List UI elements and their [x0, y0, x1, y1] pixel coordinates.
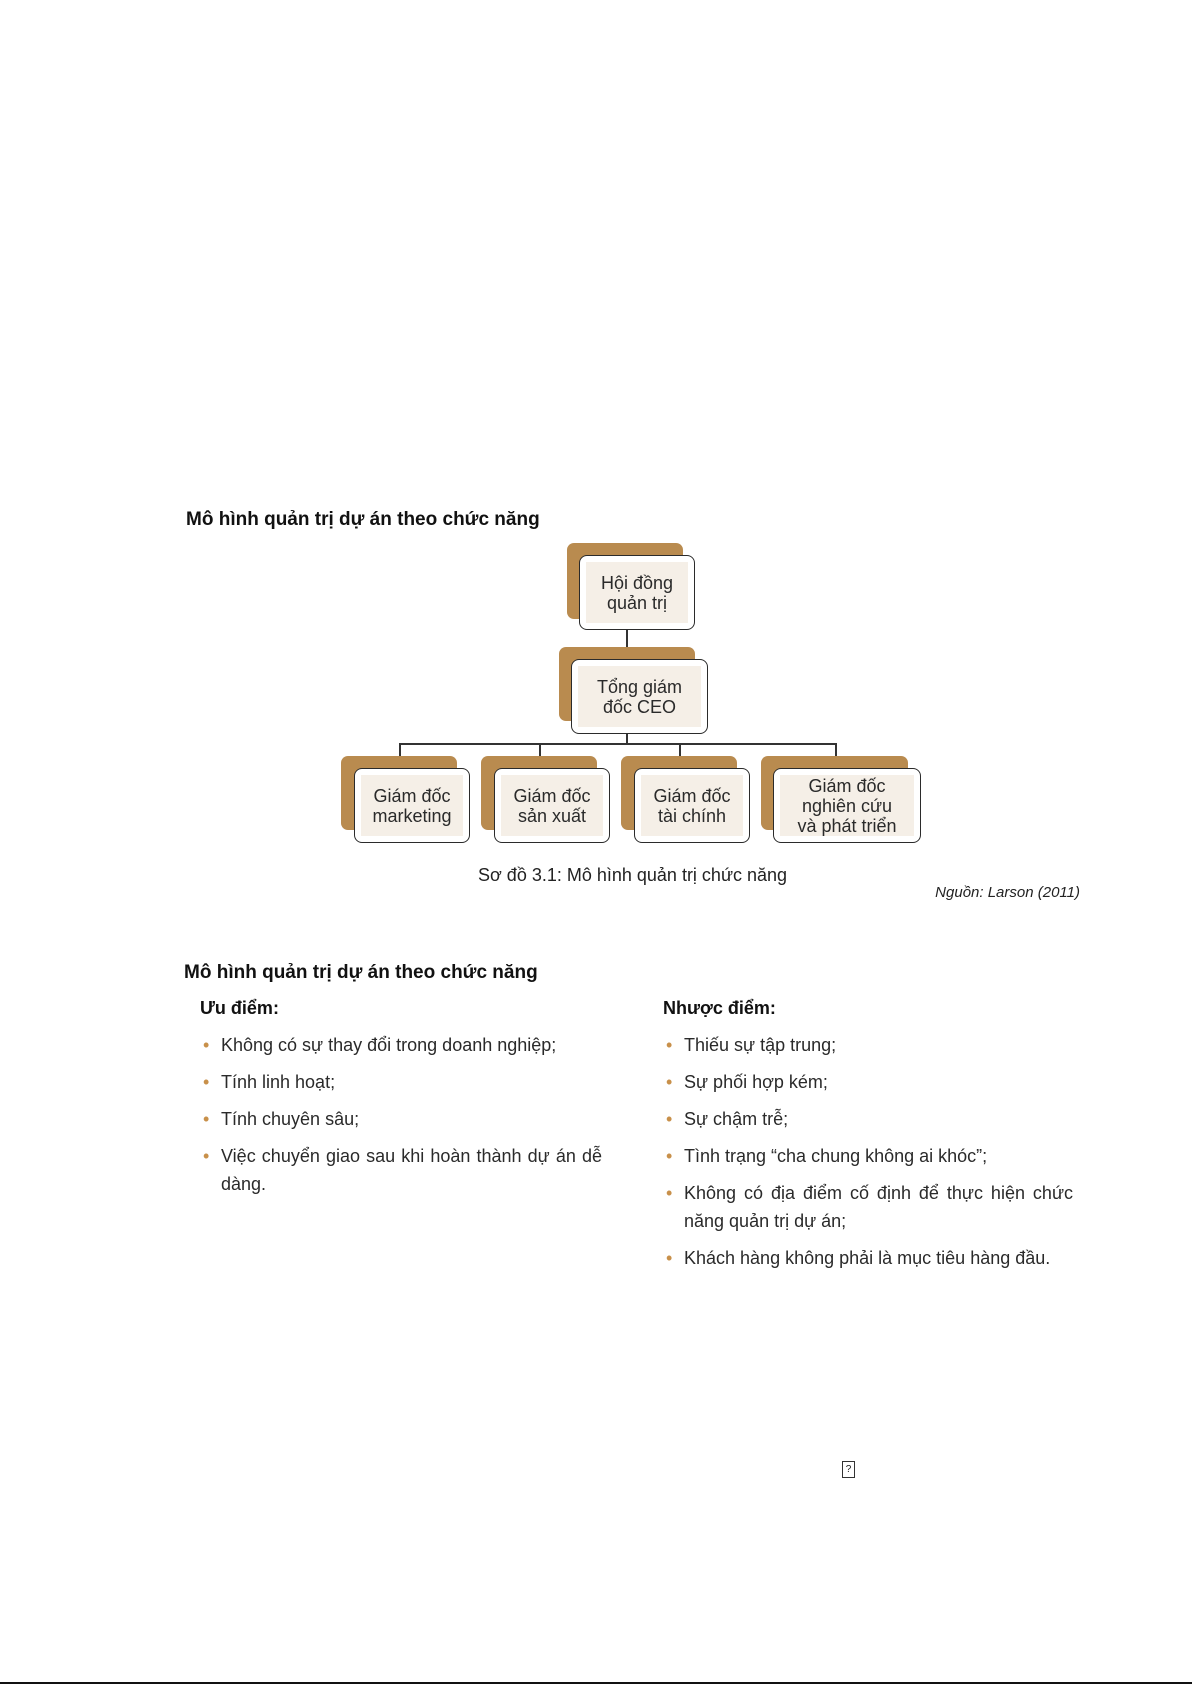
bullet-icon: • [666, 1146, 673, 1166]
connector-board-ceo [626, 628, 628, 648]
disadvantages-list: •Thiếu sự tập trung; •Sự phối hợp kém; •… [663, 1031, 1073, 1272]
list-item: •Thiếu sự tập trung; [663, 1031, 1073, 1059]
connector-ceo-bus [626, 732, 628, 744]
bullet-icon: • [666, 1248, 673, 1268]
list-item: •Tính chuyên sâu; [200, 1105, 602, 1133]
bullet-icon: • [666, 1183, 673, 1203]
connector-horizontal-bus [399, 743, 836, 745]
diagram-caption: Sơ đồ 3.1: Mô hình quản trị chức năng [478, 865, 788, 885]
bullet-icon: • [666, 1109, 673, 1129]
bullet-icon: • [666, 1072, 673, 1092]
connector-director-3 [679, 743, 681, 767]
section-heading-2: Mô hình quản trị dự án theo chức năng [184, 962, 538, 983]
bullet-icon: • [203, 1146, 210, 1166]
org-node-director-finance-label: Giám đốc tài chính [641, 775, 743, 836]
connector-director-4 [835, 743, 837, 767]
bullet-icon: • [203, 1072, 210, 1092]
section-heading-1: Mô hình quản trị dự án theo chức năng [186, 509, 540, 530]
missing-glyph-icon: ? [842, 1461, 855, 1478]
org-node-board-label: Hội đồng quản trị [586, 562, 688, 623]
list-item: •Sự phối hợp kém; [663, 1068, 1073, 1096]
list-item: •Không có địa điểm cố định để thực hiện … [663, 1179, 1073, 1235]
bullet-icon: • [203, 1035, 210, 1055]
disadvantages-column: Nhược điểm: •Thiếu sự tập trung; •Sự phố… [663, 998, 1073, 1281]
list-item: •Không có sự thay đổi trong doanh nghiệp… [200, 1031, 602, 1059]
list-item: •Tính linh hoạt; [200, 1068, 602, 1096]
diagram-source: Nguồn: Larson (2011) [935, 884, 1080, 901]
org-node-director-rnd-label: Giám đốc nghiên cứu và phát triển [780, 775, 914, 836]
bullet-icon: • [203, 1109, 210, 1129]
list-item: •Khách hàng không phải là mục tiêu hàng … [663, 1244, 1073, 1272]
org-node-ceo-label: Tổng giám đốc CEO [578, 666, 701, 727]
org-node-director-production-label: Giám đốc sản xuất [501, 775, 603, 836]
bullet-icon: • [666, 1035, 673, 1055]
connector-director-1 [399, 743, 401, 767]
disadvantages-title: Nhược điểm: [663, 998, 776, 1018]
list-item: •Tình trạng “cha chung không ai khóc”; [663, 1142, 1073, 1170]
list-item: •Việc chuyển giao sau khi hoàn thành dự … [200, 1142, 602, 1198]
page-bottom-rule [0, 1682, 1192, 1684]
list-item: •Sự chậm trễ; [663, 1105, 1073, 1133]
advantages-list: •Không có sự thay đổi trong doanh nghiệp… [200, 1031, 602, 1198]
connector-director-2 [539, 743, 541, 767]
advantages-column: Ưu điểm: •Không có sự thay đổi trong doa… [200, 998, 602, 1207]
org-node-director-marketing-label: Giám đốc marketing [361, 775, 463, 836]
advantages-title: Ưu điểm: [200, 998, 279, 1018]
